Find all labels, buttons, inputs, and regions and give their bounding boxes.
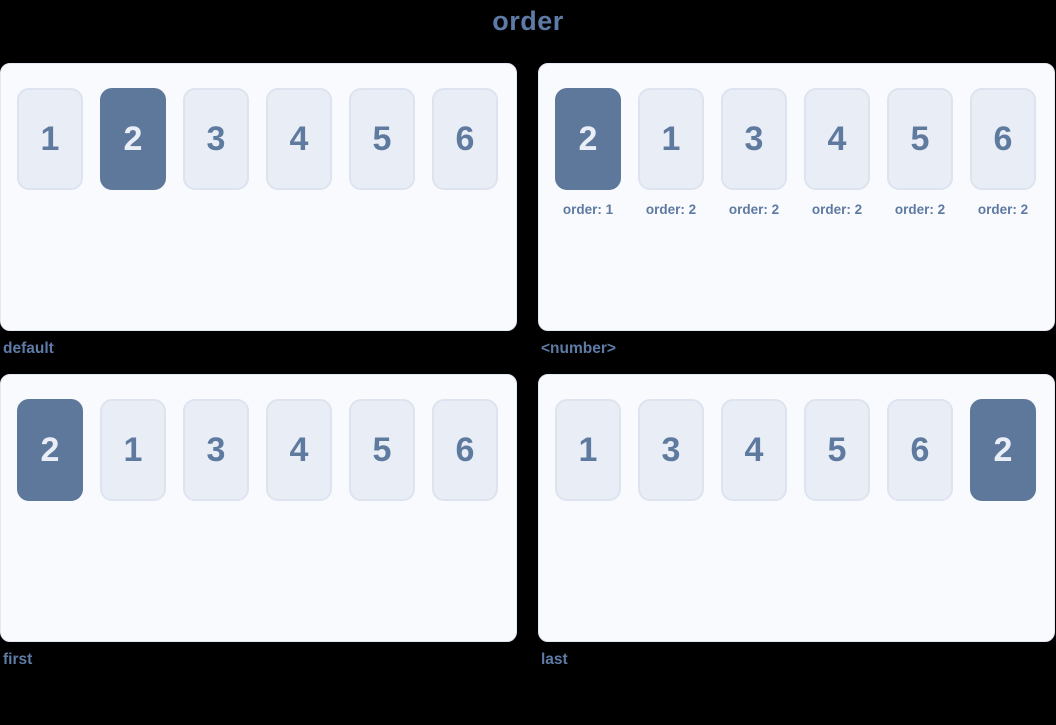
flex-item-2: 2 [17,399,83,501]
box: 3 [183,399,249,501]
flex-item-6: 6 order: 2 [970,88,1036,218]
flex-item-5: 5 [349,399,415,501]
flex-item-3: 3 [183,88,249,190]
order-value-label: order: 2 [645,202,697,217]
box: 6 [887,399,953,501]
flex-item-1: 1 order: 2 [638,88,704,218]
flex-demo-panel-number: 2 order: 1 1 order: 2 3 order: 2 4 order: 2 5 ord… [538,63,1055,331]
box-highlighted: 2 [17,399,83,501]
flex-item-5: 5 [349,88,415,190]
box: 4 [266,399,332,501]
order-value-label: order: 2 [894,202,946,217]
flex-item-1: 1 [555,399,621,501]
box: 5 [349,399,415,501]
flex-item-3: 3 [638,399,704,501]
order-value-label: order: 2 [811,202,863,217]
box: 5 [349,88,415,190]
box: 1 [555,399,621,501]
box-highlighted: 2 [970,399,1036,501]
box-highlighted: 2 [100,88,166,190]
box: 4 [804,88,870,190]
panel-caption: first [3,651,33,668]
flex-item-6: 6 [887,399,953,501]
order-value-label: order: 2 [728,202,780,217]
panel-caption: <number> [541,340,616,357]
flex-item-3: 3 [183,399,249,501]
box: 6 [432,88,498,190]
box: 1 [17,88,83,190]
flex-item-5: 5 order: 2 [887,88,953,218]
flex-item-5: 5 [804,399,870,501]
box: 4 [266,88,332,190]
box-highlighted: 2 [555,88,621,190]
box: 5 [887,88,953,190]
flex-item-2: 2 [970,399,1036,501]
flex-item-1: 1 [100,399,166,501]
box: 6 [970,88,1036,190]
box: 3 [721,88,787,190]
box: 4 [721,399,787,501]
panel-number: 2 order: 1 1 order: 2 3 order: 2 4 order: 2 5 ord… [538,63,1055,358]
flex-item-2: 2 [100,88,166,190]
flex-item-6: 6 [432,399,498,501]
page-title: order [492,6,564,36]
flex-item-3: 3 order: 2 [721,88,787,218]
flex-item-4: 4 [721,399,787,501]
box: 1 [638,88,704,190]
flex-item-1: 1 [17,88,83,190]
flex-item-2: 2 order: 1 [555,88,621,218]
flex-item-4: 4 [266,88,332,190]
box: 6 [432,399,498,501]
panel-caption: default [3,340,54,357]
flex-item-4: 4 order: 2 [804,88,870,218]
panel-caption: last [541,651,568,668]
box: 3 [183,88,249,190]
box: 1 [100,399,166,501]
flex-item-4: 4 [266,399,332,501]
flex-item-6: 6 [432,88,498,190]
box: 3 [638,399,704,501]
box: 5 [804,399,870,501]
order-value-label: order: 1 [562,202,614,217]
order-value-label: order: 2 [977,202,1029,217]
page-header: order [0,0,1056,63]
